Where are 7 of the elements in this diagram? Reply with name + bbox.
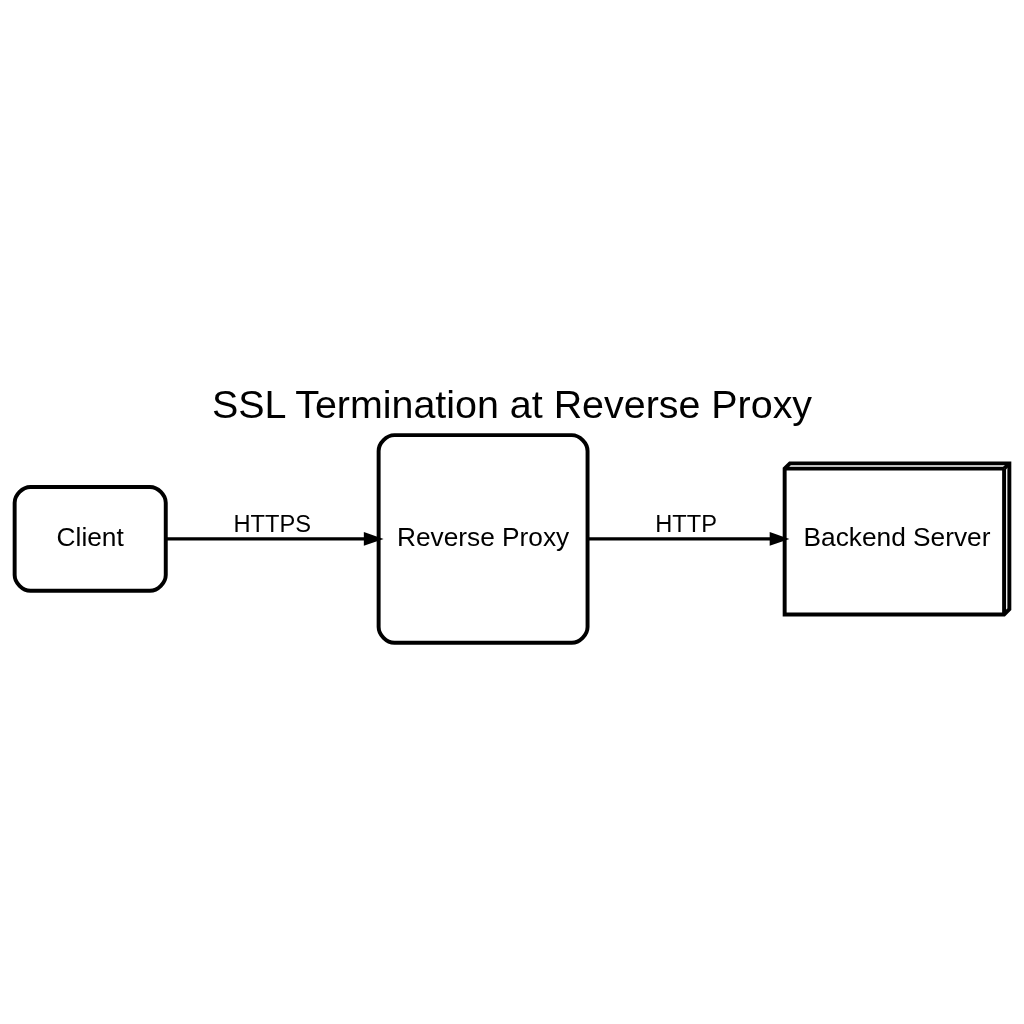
edge-label: HTTP <box>655 510 717 537</box>
arrow <box>165 532 384 546</box>
node-box: Reverse Proxy <box>376 433 590 645</box>
arrow <box>587 532 790 546</box>
node-box: Client <box>12 485 168 593</box>
edge-label: HTTPS <box>233 510 311 537</box>
diagram-title: SSL Termination at Reverse Proxy <box>211 382 813 427</box>
